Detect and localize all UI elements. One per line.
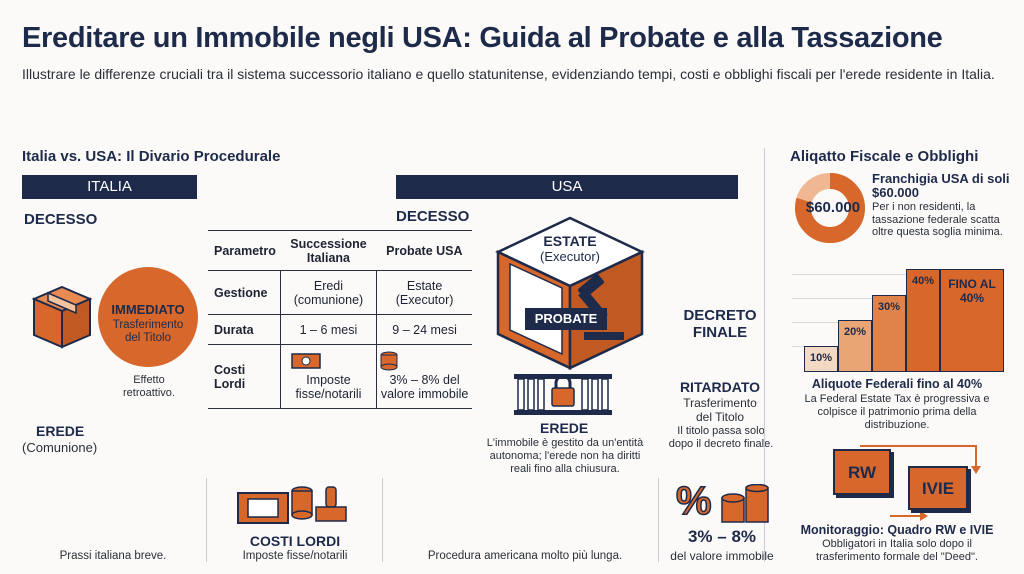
tax-rate-chart: 10% 20% 30% 40% FINO AL 40% [792, 248, 1004, 372]
procedura-text: Procedura americana molto più lunga. [427, 550, 623, 562]
immediato-sub: Trasferimento del Titolo [112, 319, 184, 344]
tax-bar [906, 269, 940, 372]
table-cell: Estate (Executor) [376, 270, 472, 315]
rw-ivie-arrows [860, 445, 981, 521]
banknote-icon [291, 352, 321, 369]
pct-range: 3% – 8% [687, 527, 757, 546]
table-cell: Gestione [208, 270, 281, 315]
table-cell: 1 – 6 mesi [279, 314, 377, 345]
aliquote-desc: La Federal Estate Tax è progressiva e co… [804, 393, 990, 431]
tax-bar-label: 10% [809, 352, 833, 364]
table-header-cell: Successione Italiana [280, 230, 377, 271]
table-cell: Imposte fisse/notarili [279, 344, 377, 409]
divider [206, 478, 207, 562]
gridline [792, 274, 1000, 275]
coin-stack-icon [721, 484, 769, 523]
donut-value: $60.000 [805, 199, 861, 216]
locked-gate-icon [514, 374, 612, 415]
page-subtitle: Illustrare le differenze cruciali tra il… [22, 66, 995, 82]
prassi-text: Prassi italiana breve. [59, 550, 167, 562]
immediato-circle [98, 267, 198, 367]
immediato-title: IMMEDIATO [111, 302, 185, 317]
franchigia-title: Franchigia USA di soli $60.000 [872, 171, 1010, 200]
estate-title: ESTATE [543, 233, 597, 249]
monitor-desc: Obbligatori in Italia solo dopo il trasf… [816, 538, 978, 563]
usa-death-label: DECESSO [396, 208, 470, 225]
probate-label: PROBATE [525, 308, 607, 330]
effetto-text: Effetto retroattivo. [123, 374, 175, 399]
table-cell: Eredi (comunione) [279, 270, 377, 315]
ritardato-desc: Il titolo passa solo dopo il decreto fin… [668, 425, 774, 450]
divider [382, 478, 383, 562]
table-header-cell: Parametro [208, 230, 281, 271]
section-title-procedural: Italia vs. USA: Il Divario Procedurale [22, 148, 281, 165]
table-header-row: Parametro Successione Italiana Probate U… [208, 230, 472, 271]
monitor-title: Monitoraggio: Quadro RW e IVIE [800, 523, 994, 537]
pct-desc: del valore immobile [670, 549, 774, 563]
franchigia-desc: Per i non residenti, la tassazione feder… [872, 201, 1003, 238]
rw-box: RW [833, 449, 891, 495]
italy-header-bar: ITALIA [22, 175, 197, 199]
tax-bar-label: 40% [911, 275, 935, 287]
italy-death-label: DECESSO [24, 211, 98, 228]
costi-lordi-title: COSTI LORDI [249, 533, 341, 549]
table-cell: Durata [208, 314, 281, 345]
section-title-tax: Aliqatto Fiscale e Obblighi [790, 148, 979, 165]
italy-cost-text: Imposte fisse/notarili [295, 372, 362, 401]
ritardato-title: RITARDATO [679, 379, 761, 395]
money-stamp-icon [237, 486, 347, 524]
page-title: Ereditare un Immobile negli USA: Guida a… [22, 22, 943, 54]
coins-icon [380, 351, 398, 370]
erede-italy-sub: (Comunione) [22, 440, 98, 455]
table-row: Gestione Eredi (comunione) Estate (Execu… [208, 270, 472, 315]
table-cell: 3% – 8% del valore immobile [376, 344, 472, 409]
tax-bar [838, 320, 872, 372]
ritardato-sub: Trasferimento del Titolo [683, 396, 757, 424]
usa-cost-text: 3% – 8% del valore immobile [380, 372, 469, 401]
tax-bar [804, 346, 838, 372]
decreto-finale: DECRETO FINALE [683, 307, 757, 341]
percent-icon: % [675, 478, 712, 524]
table-cell: 9 – 24 mesi [376, 314, 472, 345]
costi-lordi-sub: Imposte fisse/notarili [242, 550, 348, 562]
tax-bar-label: 20% [843, 326, 867, 338]
estate-sub: (Executor) [540, 249, 600, 264]
erede-usa-desc: L'immobile è gestito da un'entità autono… [486, 437, 644, 475]
divider [764, 148, 765, 562]
tax-bar-label: 30% [877, 301, 901, 313]
erede-italy-title: EREDE [36, 423, 85, 439]
comparison-table: Parametro Successione Italiana Probate U… [208, 230, 472, 409]
aliquote-title: Aliquote Federali fino al 40% [811, 377, 983, 391]
table-header-cell: Probate USA [376, 230, 472, 271]
erede-usa-title: EREDE [540, 420, 589, 436]
table-row: Costi Lordi Imposte fisse/notarili 3% – … [208, 344, 472, 409]
tax-bar [872, 295, 906, 372]
table-cell: Costi Lordi [208, 344, 281, 409]
tax-bar-label: FINO AL 40% [948, 277, 996, 305]
ivie-box: IVIE [908, 466, 968, 510]
table-row: Durata 1 – 6 mesi 9 – 24 mesi [208, 314, 472, 345]
divider [658, 478, 659, 562]
usa-header-bar: USA [396, 175, 738, 199]
franchigia-donut [795, 173, 865, 243]
package-box-icon [31, 285, 93, 349]
tax-bar [940, 269, 1004, 372]
